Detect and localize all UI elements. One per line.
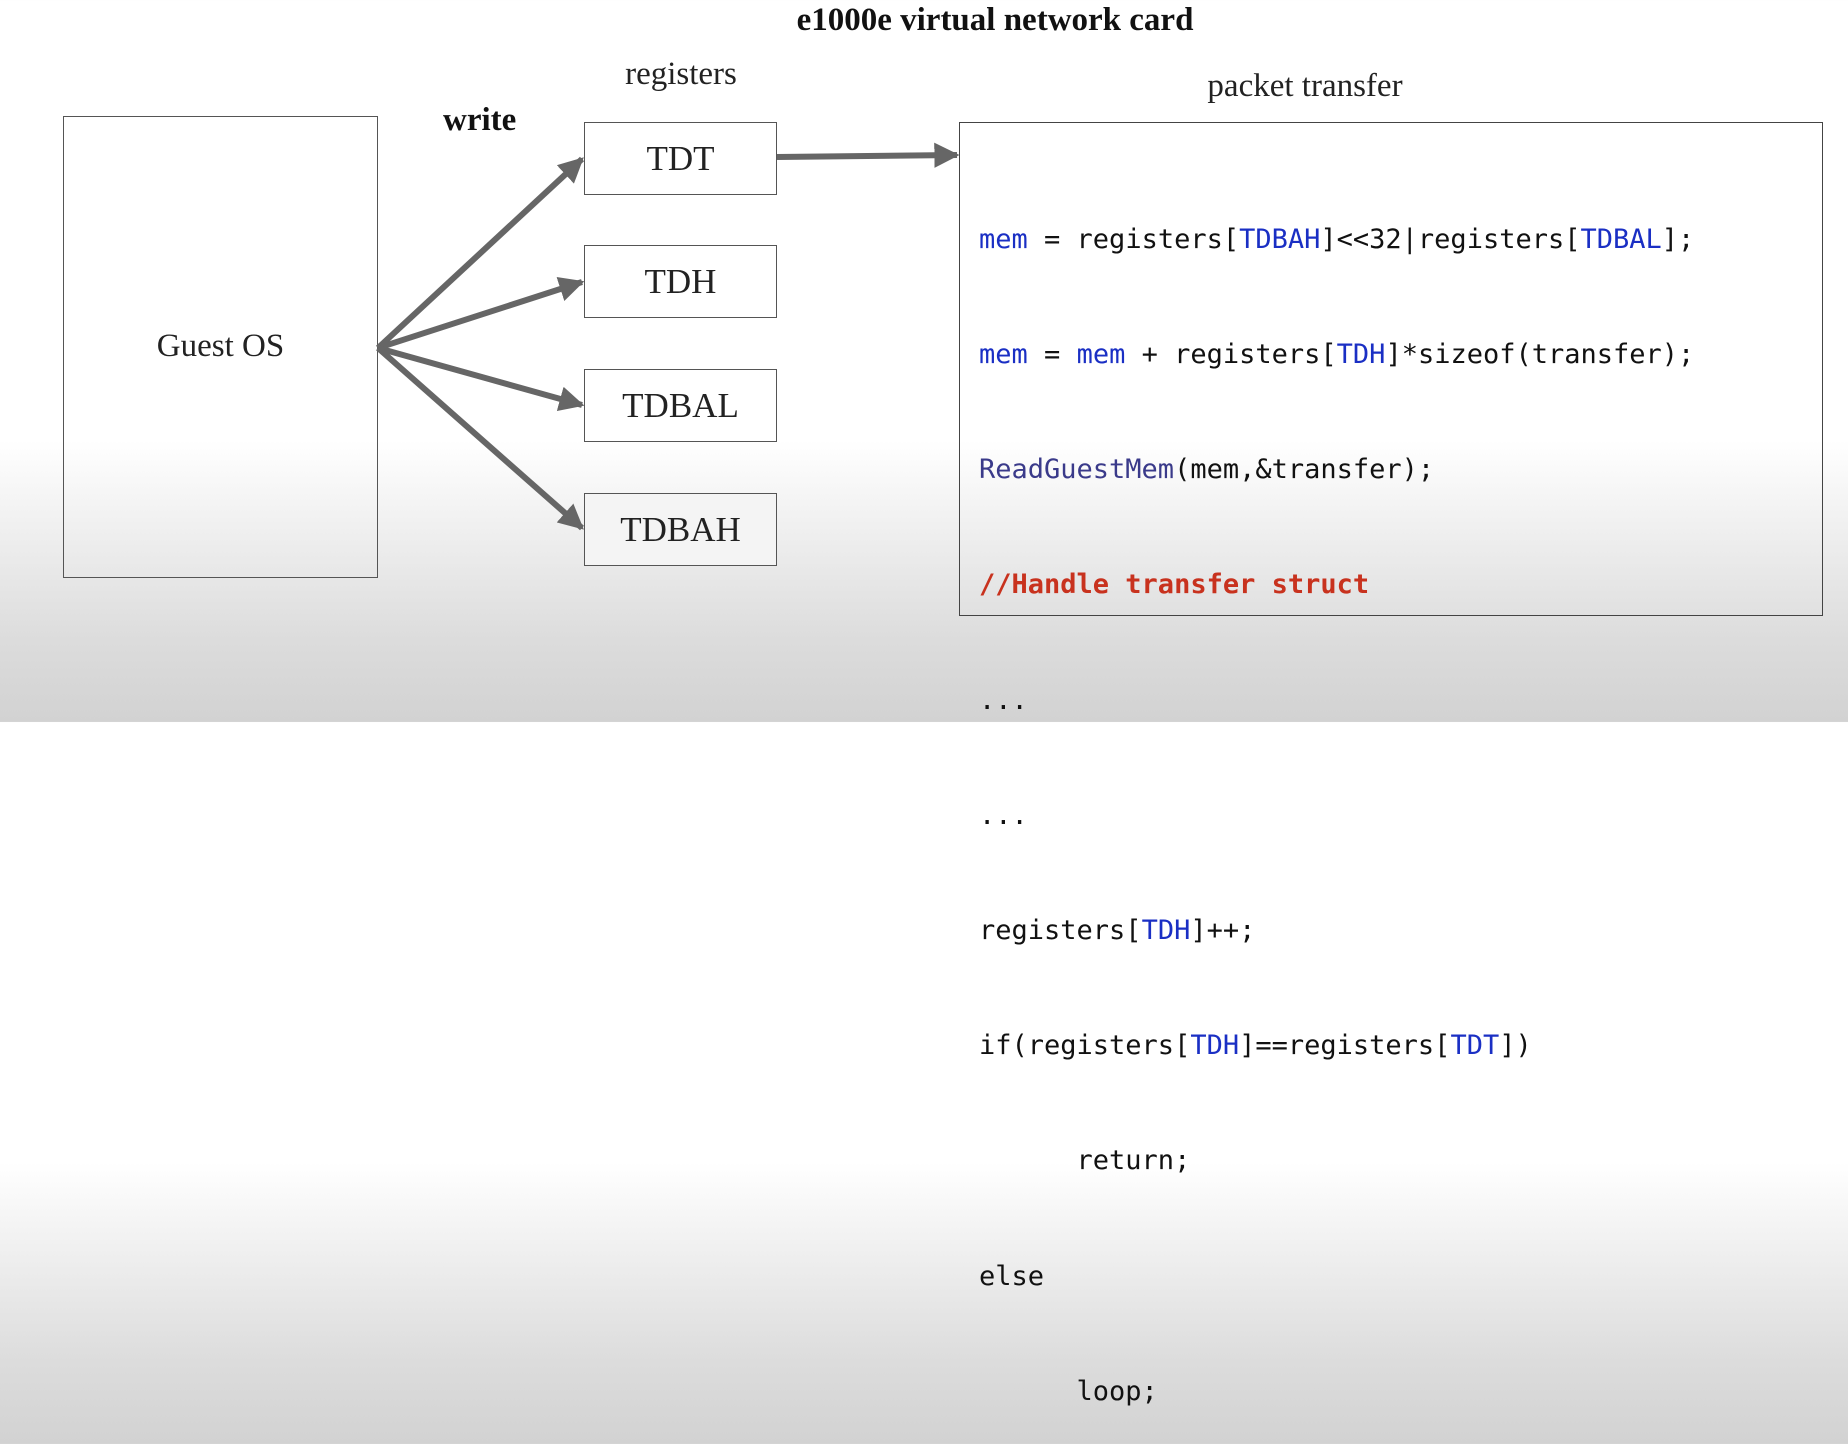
code-line-7: registers[TDH]++; (979, 915, 1256, 947)
registers-label: registers (625, 56, 737, 92)
code-line-4-comment: //Handle transfer struct (979, 569, 1370, 601)
packet-transfer-label: packet transfer (1207, 68, 1403, 104)
arrow-to-tdbal (377, 345, 585, 412)
arrows (375, 142, 960, 531)
arrow-to-tdh (377, 276, 585, 351)
write-label: write (443, 102, 517, 138)
code-line-6: ... (979, 799, 1028, 831)
register-tdh-box: TDH (584, 245, 777, 318)
guest-os-label: Guest OS (156, 328, 285, 364)
code-line-8: if(registers[TDH]==registers[TDT]) (979, 1030, 1532, 1062)
packet-transfer-code-box (959, 122, 1823, 616)
register-tdt-box: TDT (584, 122, 777, 195)
code-line-9: return; (979, 1145, 1191, 1177)
arrow-to-tdt (375, 156, 585, 351)
code-line-2: mem = mem + registers[TDH]*sizeof(transf… (979, 339, 1695, 371)
arrow-tdt-to-code (776, 142, 960, 168)
diagram-title: e1000e virtual network card (796, 2, 1194, 38)
code-line-11: loop; (979, 1375, 1158, 1407)
arrow-to-tdbah (376, 345, 584, 531)
code-line-5: ... (979, 684, 1028, 716)
code-line-3: ReadGuestMem(mem,&transfer); (979, 454, 1435, 486)
code-line-10: else (979, 1260, 1045, 1292)
code-block: mem = registers[TDBAH]<<32|registers[TDB… (979, 144, 1694, 1444)
register-tdbah-box: TDBAH (584, 493, 777, 566)
register-tdbal-box: TDBAL (584, 369, 777, 442)
code-line-1: mem = registers[TDBAH]<<32|registers[TDB… (979, 223, 1695, 255)
